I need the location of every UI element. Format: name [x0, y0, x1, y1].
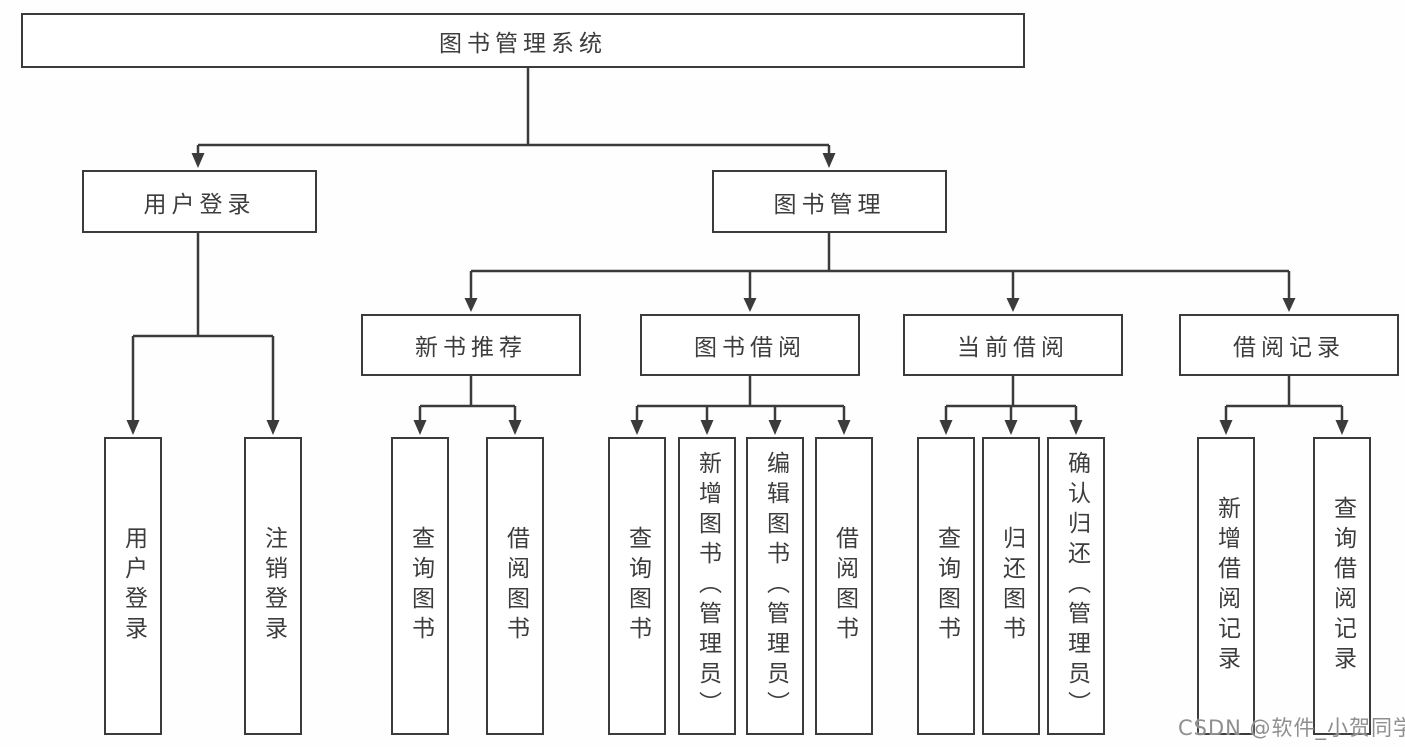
node-add-borrow-record: 新增借阅记录 [1197, 437, 1255, 735]
node-user-login-leaf: 用户登录 [104, 437, 162, 735]
node-label: 注销登录 [260, 526, 287, 646]
node-label: 新增图书（管理员） [694, 451, 721, 721]
node-label: 用户登录 [143, 191, 256, 218]
node-library-management-system: 图书管理系统 [21, 13, 1025, 68]
node-new-book-recommend: 新书推荐 [361, 314, 581, 376]
node-current-borrow: 当前借阅 [903, 314, 1123, 376]
node-query-books-recommend: 查询图书 [391, 437, 449, 735]
node-query-borrow-record: 查询借阅记录 [1313, 437, 1371, 735]
node-label: 查询图书 [407, 526, 434, 646]
node-book-borrow: 图书借阅 [640, 314, 860, 376]
node-label: 查询借阅记录 [1329, 496, 1356, 676]
node-edit-books-admin: 编辑图书（管理员） [746, 437, 804, 735]
node-label: 图书管理 [773, 191, 886, 218]
node-query-books-borrow: 查询图书 [608, 437, 666, 735]
node-add-books-admin: 新增图书（管理员） [678, 437, 736, 735]
node-borrow-books-recommend: 借阅图书 [486, 437, 544, 735]
arrowheads [126, 153, 1349, 435]
node-borrow-records: 借阅记录 [1179, 314, 1399, 376]
node-label: 归还图书 [998, 526, 1025, 646]
node-label: 用户登录 [120, 526, 147, 646]
node-label: 当前借阅 [957, 335, 1069, 361]
node-label: 图书借阅 [694, 335, 806, 361]
node-logout-leaf: 注销登录 [244, 437, 302, 735]
node-label: 查询图书 [624, 526, 651, 646]
node-label: 借阅记录 [1233, 335, 1345, 361]
node-book-management: 图书管理 [712, 170, 947, 233]
node-label: 借阅图书 [831, 526, 858, 646]
node-label: 图书管理系统 [439, 30, 607, 57]
node-borrow-books-leaf: 借阅图书 [815, 437, 873, 735]
node-label: 查询图书 [933, 526, 960, 646]
node-label: 新书推荐 [415, 335, 527, 361]
node-label: 确认归还（管理员） [1063, 451, 1090, 721]
node-user-login: 用户登录 [82, 170, 317, 233]
node-label: 新增借阅记录 [1213, 496, 1240, 676]
node-label: 借阅图书 [502, 526, 529, 646]
node-label: 编辑图书（管理员） [762, 451, 789, 721]
node-query-books-current: 查询图书 [917, 437, 975, 735]
node-confirm-return-admin: 确认归还（管理员） [1047, 437, 1105, 735]
csdn-watermark: CSDN @软件_小贺同学 [1178, 716, 1405, 740]
node-return-books: 归还图书 [982, 437, 1040, 735]
